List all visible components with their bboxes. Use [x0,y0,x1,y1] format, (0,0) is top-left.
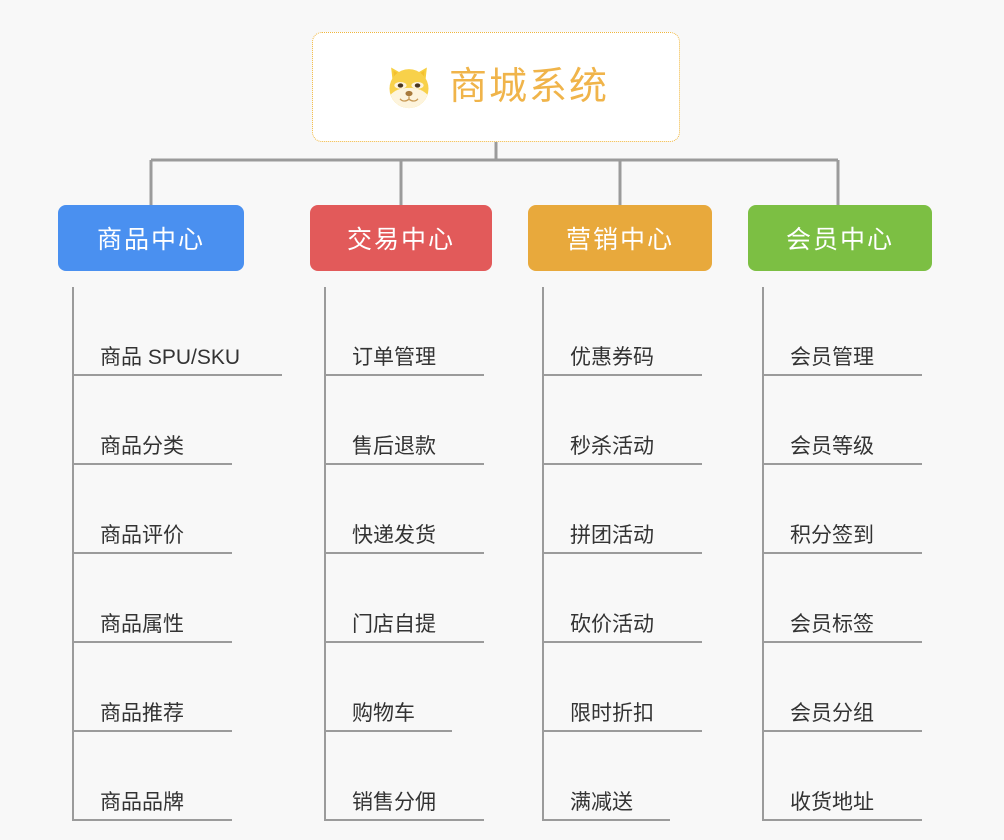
leaf-underline [542,730,702,732]
branch-item-list: 优惠券码秒杀活动拼团活动砍价活动限时折扣满减送 [542,287,712,821]
leaf-item[interactable]: 收货地址 [762,732,932,821]
branch-trunk-line [762,287,764,821]
leaf-item-label: 限时折扣 [570,702,654,725]
leaf-underline [542,819,670,821]
leaf-item[interactable]: 售后退款 [324,376,492,465]
leaf-item-label: 门店自提 [352,613,436,636]
leaf-item-label: 订单管理 [352,346,436,369]
leaf-item[interactable]: 会员分组 [762,643,932,732]
leaf-item[interactable]: 拼团活动 [542,465,712,554]
leaf-item-label: 商品 SPU/SKU [100,346,241,369]
branch-item-list: 会员管理会员等级积分签到会员标签会员分组收货地址 [762,287,932,821]
leaf-underline [324,552,484,554]
leaf-underline [762,641,922,643]
leaf-item[interactable]: 购物车 [324,643,492,732]
leaf-item-label: 优惠券码 [570,346,654,369]
leaf-item[interactable]: 积分签到 [762,465,932,554]
branch-header-2[interactable]: 交易中心 [310,205,492,271]
leaf-underline [324,641,484,643]
leaf-item-label: 商品分类 [100,435,184,458]
leaf-underline [72,730,232,732]
leaf-item[interactable]: 会员管理 [762,287,932,376]
leaf-underline [542,463,702,465]
leaf-item-label: 售后退款 [352,435,436,458]
leaf-item-label: 商品推荐 [100,702,184,725]
leaf-underline [762,463,922,465]
leaf-item[interactable]: 商品推荐 [72,643,250,732]
leaf-item-label: 砍价活动 [570,613,654,636]
leaf-item[interactable]: 限时折扣 [542,643,712,732]
leaf-item[interactable]: 商品 SPU/SKU [72,287,282,376]
leaf-item-label: 会员等级 [790,435,874,458]
leaf-item-label: 收货地址 [790,791,874,814]
leaf-item[interactable]: 销售分佣 [324,732,492,821]
leaf-item[interactable]: 砍价活动 [542,554,712,643]
leaf-item-label: 拼团活动 [570,524,654,547]
branch-item-list: 商品 SPU/SKU 商品分类商品评价商品属性商品推荐商品品牌 [72,287,282,821]
leaf-underline [72,641,232,643]
leaf-item[interactable]: 优惠券码 [542,287,712,376]
leaf-item[interactable]: 订单管理 [324,287,492,376]
leaf-item[interactable]: 商品评价 [72,465,250,554]
leaf-item-label: 销售分佣 [352,791,436,814]
leaf-underline [72,374,282,376]
leaf-item-label: 会员分组 [790,702,874,725]
leaf-underline [542,641,702,643]
leaf-underline [762,374,922,376]
leaf-item-label: 积分签到 [790,524,874,547]
branch-column: 交易中心订单管理售后退款快递发货门店自提购物车销售分佣 [310,205,492,837]
leaf-item-label: 秒杀活动 [570,435,654,458]
leaf-underline [324,374,484,376]
branch-item-list: 订单管理售后退款快递发货门店自提购物车销售分佣 [324,287,492,821]
leaf-item[interactable]: 会员标签 [762,554,932,643]
leaf-item-label: 购物车 [352,702,415,725]
shiba-dog-face-icon [389,67,429,112]
leaf-underline [72,819,232,821]
branch-header-3[interactable]: 营销中心 [528,205,712,271]
leaf-underline [762,730,922,732]
leaf-item[interactable]: 商品分类 [72,376,250,465]
branch-trunk-line [324,287,326,821]
leaf-item[interactable]: 会员等级 [762,376,932,465]
branch-column: 营销中心优惠券码秒杀活动拼团活动砍价活动限时折扣满减送 [528,205,712,837]
branch-header-4[interactable]: 会员中心 [748,205,932,271]
leaf-item[interactable]: 秒杀活动 [542,376,712,465]
leaf-item-label: 满减送 [570,791,633,814]
branch-trunk-line [72,287,74,821]
leaf-item[interactable]: 快递发货 [324,465,492,554]
leaf-underline [324,730,452,732]
leaf-item-label: 会员标签 [790,613,874,636]
leaf-underline [762,819,922,821]
leaf-item-label: 商品品牌 [100,791,184,814]
root-title: 商城系统 [448,66,609,108]
leaf-underline [72,552,232,554]
leaf-underline [542,374,702,376]
leaf-item-label: 快递发货 [352,524,436,547]
leaf-item[interactable]: 商品属性 [72,554,250,643]
branch-trunk-line [542,287,544,821]
leaf-underline [72,463,232,465]
leaf-underline [324,819,484,821]
leaf-item[interactable]: 商品品牌 [72,732,250,821]
leaf-item-label: 会员管理 [790,346,874,369]
leaf-underline [542,552,702,554]
leaf-item[interactable]: 满减送 [542,732,712,821]
leaf-item-label: 商品评价 [100,524,184,547]
leaf-underline [762,552,922,554]
branch-column: 会员中心会员管理会员等级积分签到会员标签会员分组收货地址 [748,205,932,837]
branch-header-1[interactable]: 商品中心 [58,205,244,271]
leaf-item[interactable]: 门店自提 [324,554,492,643]
leaf-underline [324,463,484,465]
branch-column: 商品中心商品 SPU/SKU 商品分类商品评价商品属性商品推荐商品品牌 [58,205,282,837]
root-node[interactable]: 商城系统 [312,32,680,142]
leaf-item-label: 商品属性 [100,613,184,636]
